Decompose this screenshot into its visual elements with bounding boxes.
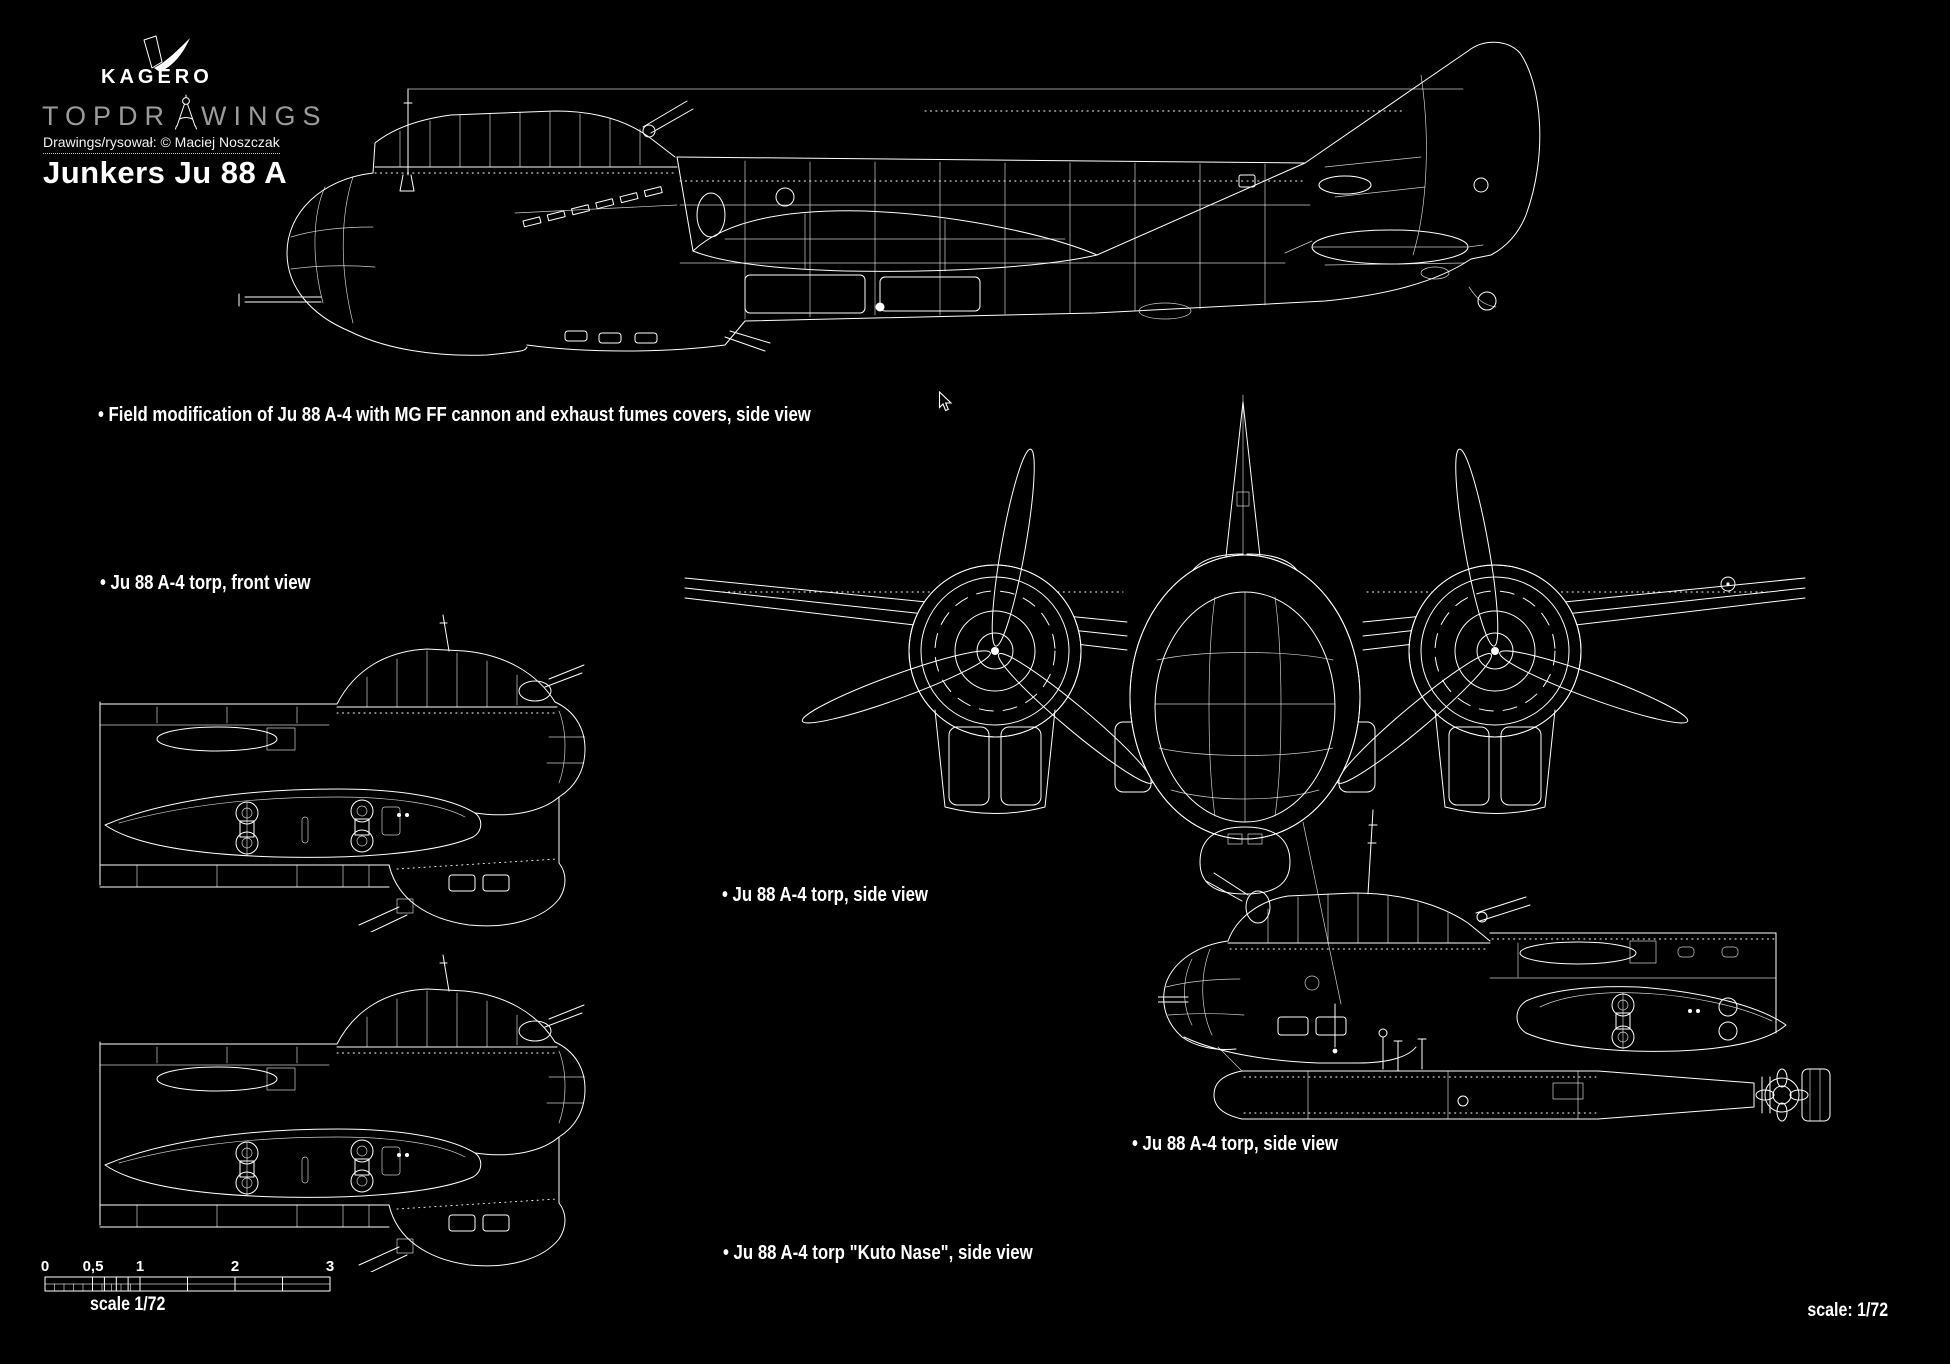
ruler-tick-1: 1 [135, 1258, 145, 1275]
series-prefix: TOPDR [42, 101, 172, 131]
drafting-compass-icon [175, 94, 198, 130]
caption-torp-kuto-nase: • Ju 88 A-4 torp "Kuto Nase", side view [723, 1242, 1033, 1264]
kagero-wordmark: KAGERO [101, 66, 213, 88]
ruler-tick-0: 0 [40, 1258, 50, 1275]
scale-ruler-bar [44, 1276, 331, 1292]
mouse-cursor-icon [938, 391, 953, 412]
series-wordmark: TOPDR WINGS [42, 94, 328, 130]
page-title: Junkers Ju 88 A [43, 155, 288, 190]
drawing-side-view-field-modification [238, 41, 1541, 356]
drawing-side-view-kuto-nase [99, 954, 586, 1272]
right-engine [1337, 448, 1689, 814]
caption-torp-side-view-mid: • Ju 88 A-4 torp, side view [722, 884, 928, 906]
scale-note: scale: 1/72 [1807, 1300, 1888, 1321]
caption-torp-side-view-right: • Ju 88 A-4 torp, side view [1132, 1133, 1338, 1155]
series-suffix: WINGS [201, 101, 328, 131]
kagero-checkmark-icon [143, 35, 190, 72]
ruler-tick-3: 3 [325, 1258, 335, 1275]
credit-line: Drawings/rysował: © Maciej Noszczak [43, 134, 280, 154]
drawing-side-view-torp-right [1158, 809, 1831, 1122]
ruler-tick-2: 2 [230, 1258, 240, 1275]
caption-field-modification: • Field modification of Ju 88 A-4 with M… [98, 404, 811, 426]
drawing-front-view-torp [684, 394, 1806, 1054]
left-engine [801, 448, 1153, 814]
caption-torp-front-view: • Ju 88 A-4 torp, front view [100, 572, 311, 594]
ruler-tick-05: 0,5 [82, 1258, 104, 1275]
scale-caption: scale 1/72 [90, 1294, 166, 1315]
drawing-side-view-torp-mid [99, 614, 586, 932]
